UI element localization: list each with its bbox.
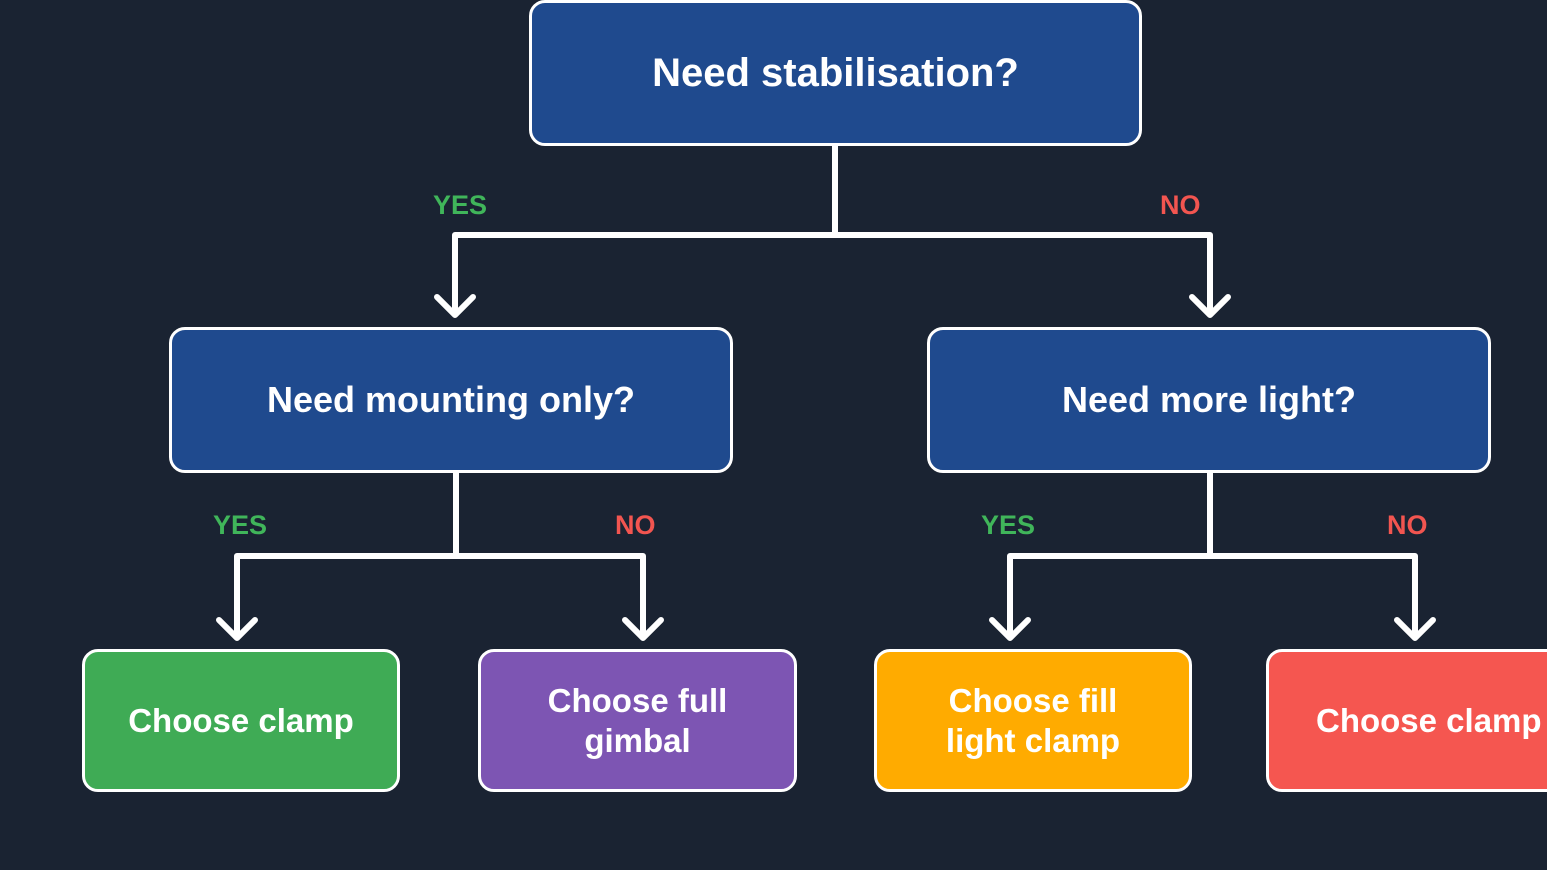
leaf-choose-full-gimbal: Choose full gimbal: [478, 649, 797, 792]
leaf-label-clamp-left: Choose clamp: [128, 701, 354, 739]
connector-left-question: [234, 470, 646, 639]
arrowhead-leaf-3: [989, 617, 1031, 641]
leaf-choose-clamp-left: Choose clamp: [82, 649, 400, 792]
arrowhead-leaf-1: [216, 617, 258, 641]
root-question-node: Need stabilisation?: [529, 0, 1142, 146]
leaf-label-clamp-right: Choose clamp: [1316, 701, 1542, 739]
light-question-label: Need more light?: [1061, 379, 1357, 421]
branch-label-no-root: NO: [1160, 190, 1201, 220]
arrowhead-leaf-4: [1394, 617, 1436, 641]
connector-right-question: [1007, 470, 1418, 639]
arrowhead-left-question: [434, 294, 476, 318]
leaf-label-full-gimbal: Choose full gimbal: [547, 681, 728, 759]
mounting-question-node: Need mounting only?: [169, 327, 733, 473]
branch-label-yes-root: YES: [433, 190, 488, 220]
leaf-choose-fill-light-clamp: Choose fill light clamp: [874, 649, 1192, 792]
light-question-node: Need more light?: [927, 327, 1491, 473]
arrowhead-leaf-2: [622, 617, 664, 641]
connector-root: [452, 143, 1213, 317]
mounting-question-label: Need mounting only?: [267, 379, 635, 421]
branch-label-no-right: NO: [1387, 510, 1428, 540]
branch-label-yes-right: YES: [981, 510, 1036, 540]
branch-label-yes-left: YES: [213, 510, 268, 540]
arrowhead-right-question: [1189, 294, 1231, 318]
leaf-label-fill-light-clamp: Choose fill light clamp: [945, 681, 1121, 759]
branch-label-no-left: NO: [615, 510, 656, 540]
leaf-choose-clamp-right: Choose clamp: [1266, 649, 1547, 792]
root-question-label: Need stabilisation?: [652, 51, 1019, 95]
